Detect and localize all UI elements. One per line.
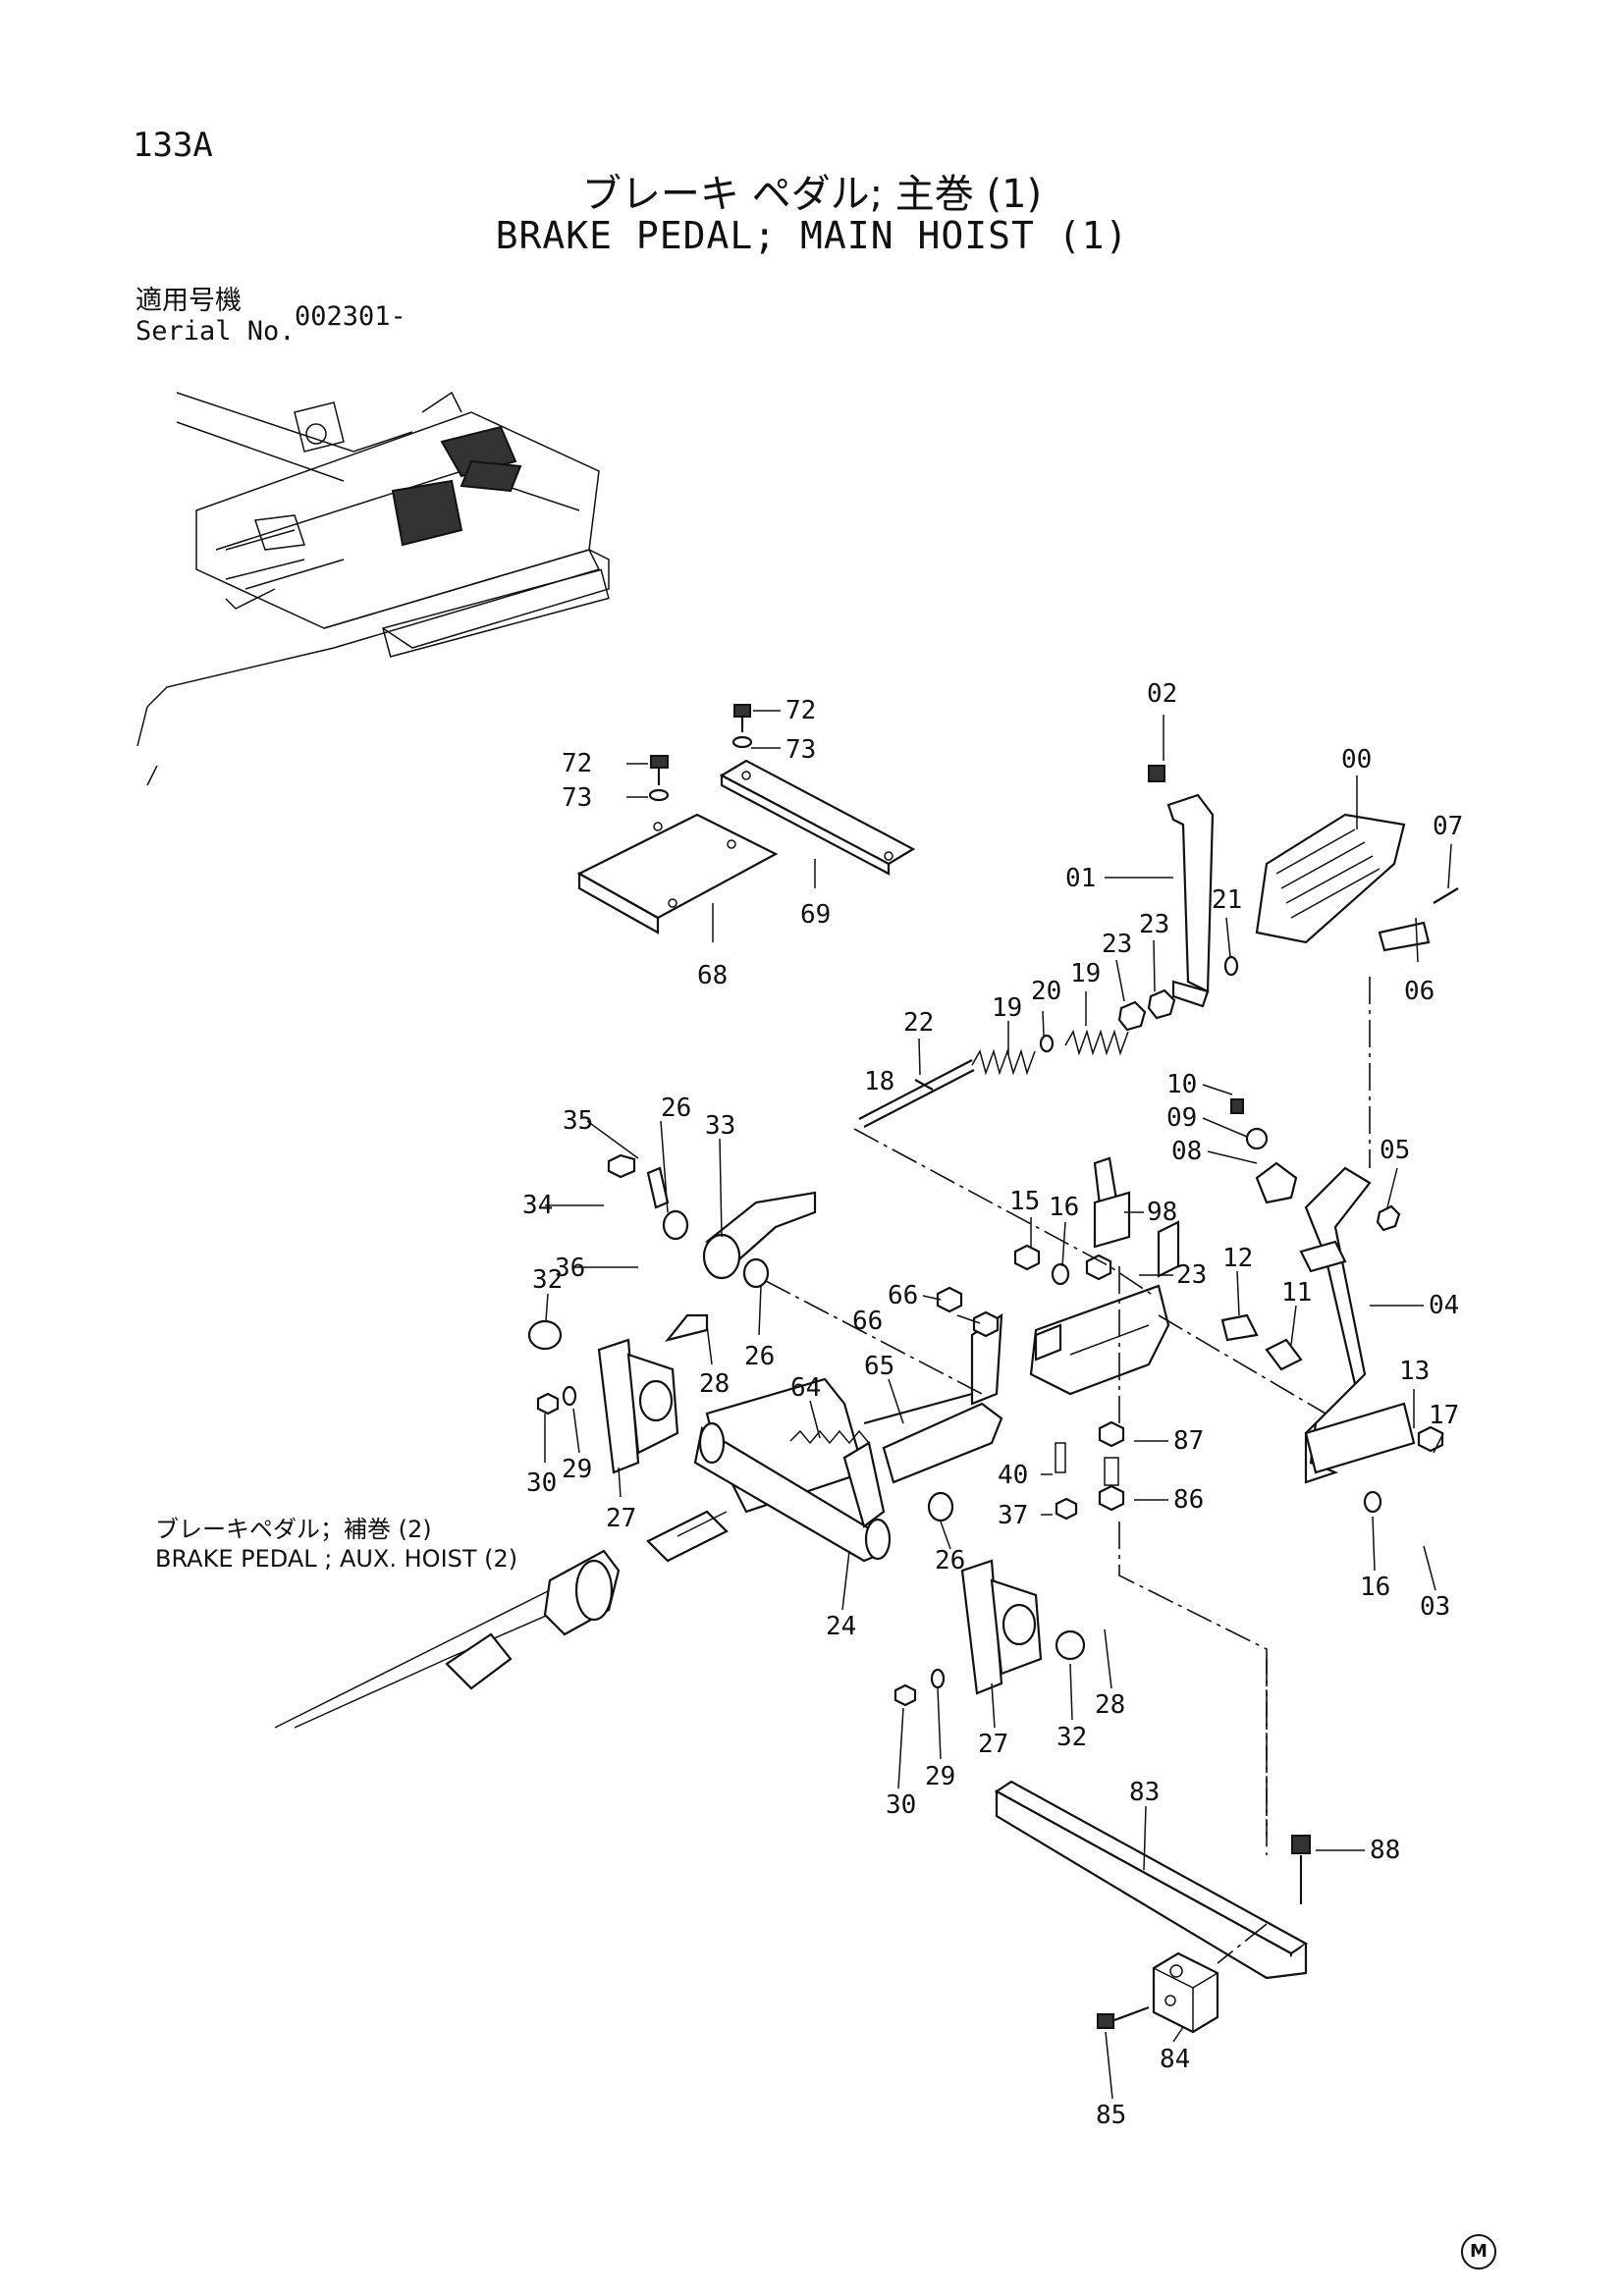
frame-and-block [994, 1780, 1311, 2034]
aux-hoist-reference-english: BRAKE PEDAL ; AUX. HOIST (2) [155, 1545, 518, 1573]
callout-label: 19 [1070, 959, 1101, 988]
assembly-centre-lines [765, 977, 1371, 1964]
callout-label: 83 [1129, 1778, 1160, 1807]
callout-label: 07 [1433, 812, 1463, 841]
aux-hoist-reference-japanese: ブレーキペダル；補巻 (2) [155, 1516, 432, 1543]
callout-label: 65 [864, 1352, 894, 1381]
callout-label: 26 [744, 1342, 775, 1371]
callout-label: 16 [1360, 1573, 1390, 1602]
serial-label-japanese: 適用号機 [135, 286, 242, 316]
callout-label: 66 [852, 1307, 883, 1336]
bolts-72-73 [648, 704, 753, 802]
callout-label: 85 [1096, 2101, 1126, 2130]
callout-label: 33 [705, 1111, 735, 1141]
callout-label: 87 [1173, 1426, 1204, 1456]
callout-label: 21 [1212, 885, 1242, 915]
callout-label: 00 [1341, 745, 1372, 774]
callout-label: 73 [785, 735, 816, 765]
callout-label: 40 [998, 1461, 1028, 1490]
callout-label: 26 [935, 1546, 965, 1575]
page-title-japanese: ブレーキ ペダル; 主巻 (1) [581, 172, 1043, 217]
callout-label: 28 [699, 1369, 730, 1399]
callout-label: 02 [1147, 679, 1177, 709]
pillow-block-brackets [527, 1319, 1086, 1695]
small-hardware [536, 1098, 1444, 1707]
callout-label: 26 [661, 1094, 691, 1123]
callout-label: 32 [532, 1265, 563, 1295]
callout-label: 04 [1429, 1291, 1459, 1320]
callout-label: 69 [800, 900, 831, 930]
callout-label: 18 [864, 1067, 894, 1096]
brake-pedal-assembly [1148, 765, 1459, 1008]
callout-label: 24 [826, 1612, 856, 1641]
callout-label: 30 [886, 1790, 916, 1820]
callout-label: 27 [606, 1504, 636, 1533]
callout-label: 73 [562, 783, 592, 813]
callout-label: 06 [1404, 977, 1435, 1006]
callout-label: 37 [998, 1501, 1028, 1530]
callout-label: 01 [1065, 864, 1096, 893]
pedal-shaft [693, 1421, 954, 1563]
callout-label: 72 [562, 749, 592, 778]
callout-label: 22 [903, 1008, 934, 1038]
callout-label: 29 [925, 1762, 955, 1791]
callout-label: 98 [1147, 1198, 1177, 1227]
callout-label: 64 [790, 1373, 821, 1403]
callout-label: 36 [555, 1254, 585, 1283]
serial-number-value: 002301- [295, 301, 406, 332]
callout-label: 11 [1281, 1278, 1312, 1308]
floor-plates [576, 759, 916, 934]
callout-label: 23 [1176, 1260, 1207, 1290]
callout-label: 08 [1171, 1137, 1202, 1166]
callout-label: 34 [522, 1191, 553, 1220]
callout-label: 27 [978, 1730, 1008, 1759]
callout-label: 23 [1139, 910, 1169, 939]
callout-label: 16 [1049, 1193, 1079, 1222]
callout-label: 68 [697, 961, 728, 990]
serial-label-english: Serial No. [135, 316, 296, 347]
callout-label: 17 [1429, 1401, 1459, 1430]
page-title-english: BRAKE PEDAL; MAIN HOIST (1) [495, 214, 1129, 257]
callout-label: 19 [992, 993, 1022, 1023]
callout-label: 88 [1370, 1836, 1400, 1865]
callout-label: 15 [1009, 1187, 1040, 1216]
callout-label: 05 [1380, 1136, 1410, 1165]
callout-label: 09 [1166, 1103, 1197, 1133]
callout-label: 10 [1166, 1070, 1197, 1099]
page-code: 133A [133, 126, 213, 165]
footer-mark: M [1461, 2234, 1496, 2269]
callout-label: 66 [888, 1281, 918, 1310]
callout-label: 28 [1095, 1690, 1125, 1720]
callout-label: 12 [1222, 1244, 1253, 1273]
callout-leader-lines [544, 710, 1452, 2100]
callout-label: 72 [785, 696, 816, 725]
callout-label: 23 [1102, 930, 1132, 959]
callout-label: 84 [1160, 2045, 1190, 2074]
aux-hoist-pedal-drawing [274, 1510, 729, 1729]
overview-inset-drawing [136, 391, 610, 786]
callout-label: 29 [562, 1455, 592, 1484]
callout-label: 20 [1031, 977, 1061, 1006]
callout-label: 03 [1420, 1592, 1450, 1622]
callout-label: 35 [563, 1106, 593, 1136]
callout-label: 32 [1056, 1723, 1087, 1752]
callout-label: 13 [1399, 1357, 1430, 1386]
callout-label: 86 [1173, 1485, 1204, 1515]
callout-labels: 72 73 72 73 69 68 02 00 07 01 21 23 23 1… [522, 679, 1463, 2130]
callout-label: 30 [526, 1468, 557, 1498]
rod-and-springs [858, 988, 1176, 1128]
